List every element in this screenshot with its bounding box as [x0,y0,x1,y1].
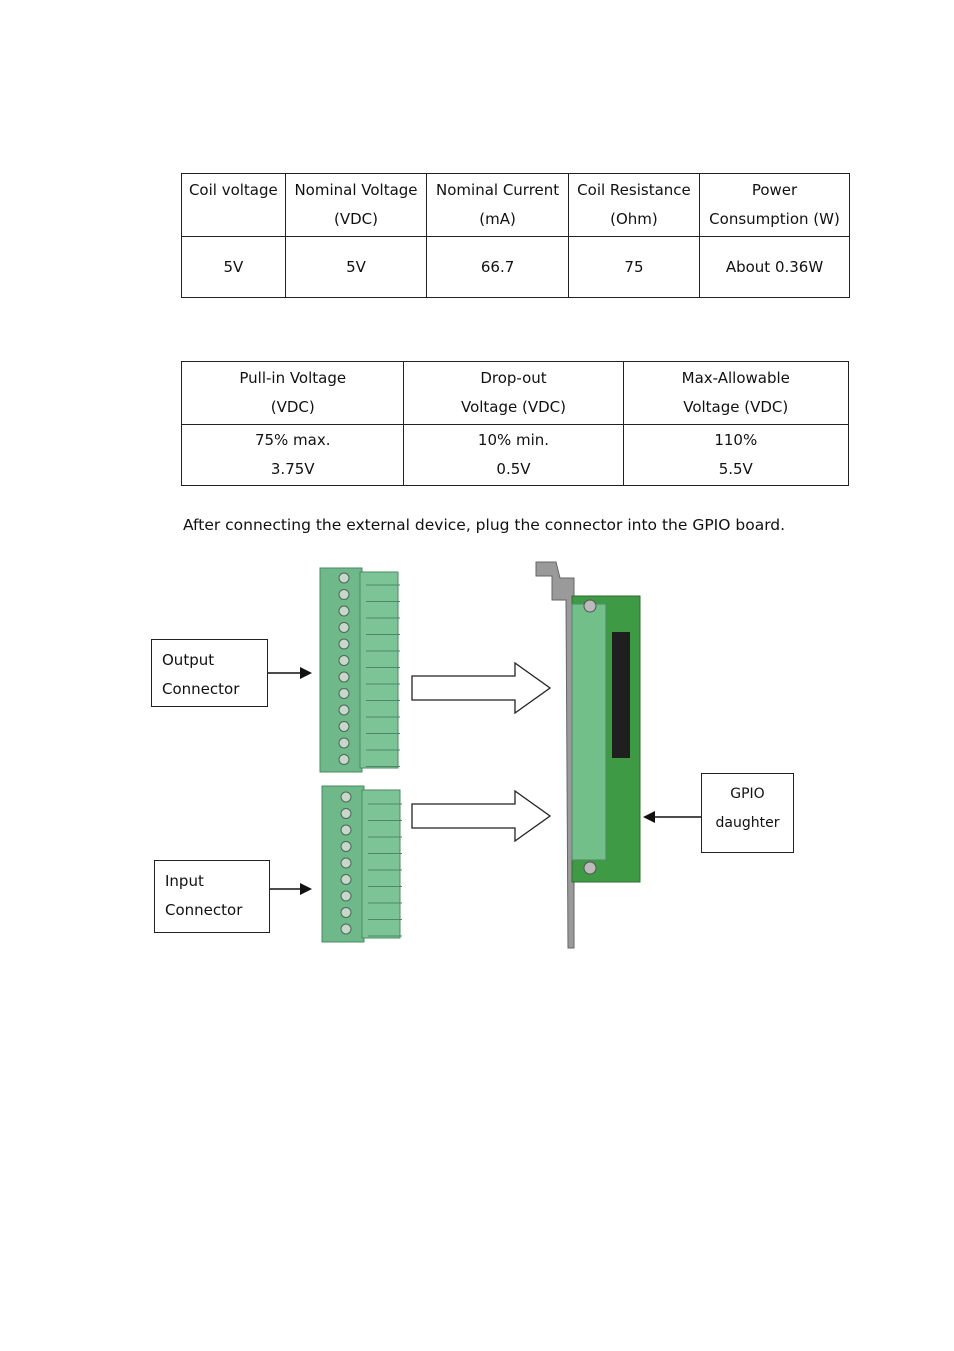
terminal-screw [338,688,350,699]
terminal-screw [338,754,350,765]
input-connector-image [321,785,402,943]
coil-header-nominal-current: Nominal Current(mA) [426,173,569,237]
input-pointer-arrow [270,883,312,895]
terminal-screw [340,907,352,918]
coil-cell-coil-resistance: 75 [567,236,701,298]
terminal-screw [340,923,352,935]
output-pointer-arrow [268,667,312,679]
terminal-screw [340,824,352,836]
terminal-screw [338,655,350,666]
terminal-screw [338,589,350,600]
terminal-screw [338,572,350,584]
terminal-screw [340,890,352,902]
coil-spec-table: Coil voltage Nominal Voltage(VDC) Nomina… [181,173,850,298]
volt-cell-max-allowable: 110%5.5V [622,424,850,486]
coil-header-coil-resistance: Coil Resistance(Ohm) [567,173,701,237]
coil-cell-nominal-voltage: 5V [284,236,428,298]
terminal-screw [340,857,352,869]
terminal-screw [340,874,352,885]
coil-header-coil-voltage: Coil voltage [181,173,286,237]
gpio-pointer-arrow [643,811,701,823]
instruction-text: After connecting the external device, pl… [183,516,786,534]
terminal-screw [338,605,350,617]
terminal-screw [340,791,352,803]
output-connector-image [319,567,400,773]
input-insert-arrow [411,789,552,843]
volt-header-pull-in: Pull-in Voltage(VDC) [180,361,405,425]
gpio-daughter-board-image [535,561,641,949]
terminal-screw [338,704,350,716]
volt-cell-drop-out: 10% min.0.5V [403,424,624,486]
volt-cell-pull-in: 75% max.3.75V [180,424,405,486]
terminal-screw [338,721,350,732]
coil-cell-power: About 0.36W [699,236,850,298]
terminal-screw [338,622,350,633]
output-insert-arrow [411,661,552,715]
coil-cell-coil-voltage: 5V [181,236,286,298]
terminal-screw [338,638,350,650]
coil-header-nominal-voltage: Nominal Voltage(VDC) [284,173,428,237]
terminal-screw [340,808,352,819]
terminal-screw [338,737,350,749]
terminal-screw [338,671,350,683]
terminal-screw [340,841,352,852]
coil-cell-nominal-current: 66.7 [426,236,569,298]
